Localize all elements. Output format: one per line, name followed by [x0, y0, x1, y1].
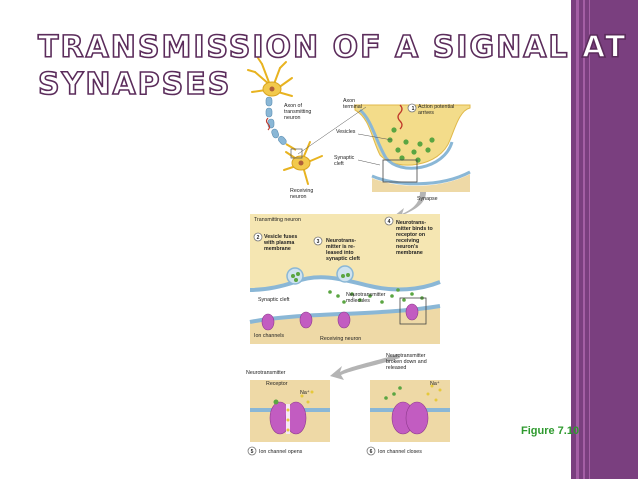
step-markers — [247, 103, 417, 456]
step-1-number: 1 — [411, 106, 415, 112]
label-axon-terminal: Axon terminal — [343, 98, 362, 110]
axon-terminal-zoom — [297, 104, 471, 192]
slide-title-line-2: SYNAPSES — [37, 67, 232, 102]
label-receptor: Receptor — [266, 381, 288, 387]
bottom-panel-left — [250, 380, 330, 442]
zoom-arrow-1 — [394, 192, 426, 220]
transmitting-neuron-illustration — [247, 57, 297, 151]
label-synapse: Synapse — [417, 196, 438, 202]
label-step-1: Action potential arrives — [418, 104, 455, 116]
label-vesicles: Vesicles — [336, 129, 356, 135]
label-ion-channels: Ion channels — [254, 333, 285, 339]
step-2-number: 2 — [256, 235, 260, 241]
label-transmitting-neuron: Transmitting neuron — [254, 217, 301, 223]
step-5-number: 5 — [250, 449, 254, 455]
slide-title-line-1: TRANSMISSION OF A SIGNAL AT — [37, 30, 628, 65]
step-3-number: 3 — [316, 239, 320, 245]
label-receiving-neuron-top: Receiving neuron — [290, 188, 314, 200]
bottom-panel-right — [370, 380, 450, 442]
label-step-2: Vesicle fuses with plasma membrane — [264, 234, 298, 252]
label-receiving-neuron-mid: Receiving neuron — [320, 336, 362, 342]
label-step-3: Neurotrans- mitter is re- leased into sy… — [326, 238, 360, 262]
side-stripe — [571, 0, 638, 479]
middle-panel — [249, 214, 441, 344]
label-axon-of-transmitting-neuron: Axon of transmitting neuron — [284, 103, 312, 121]
label-neurotransmitter-molecules: Neurotransmitter molecules — [346, 292, 386, 304]
label-synaptic-cleft-top: Synaptic cleft — [334, 155, 355, 167]
label-step-4: Neurotrans- mitter binds to receptor on … — [396, 220, 433, 256]
step-6-number: 6 — [369, 449, 373, 455]
figure-caption: Figure 7.10 — [521, 425, 580, 437]
label-synaptic-cleft-mid: Synaptic cleft — [258, 297, 290, 303]
label-na-left: Na⁺ — [300, 390, 310, 396]
step-4-number: 4 — [387, 219, 391, 225]
label-neurotransmitter-broken-down: Neurotransmitter broken down and release… — [386, 353, 427, 371]
label-neurotransmitter: Neurotransmitter — [246, 370, 286, 376]
receiving-neuron-illustration — [283, 141, 323, 185]
label-na-right: Na⁺ — [430, 381, 440, 387]
label-step-5: Ion channel opens — [259, 449, 303, 455]
label-step-6: Ion channel closes — [378, 449, 422, 455]
zoom-arrow-2 — [330, 354, 400, 380]
